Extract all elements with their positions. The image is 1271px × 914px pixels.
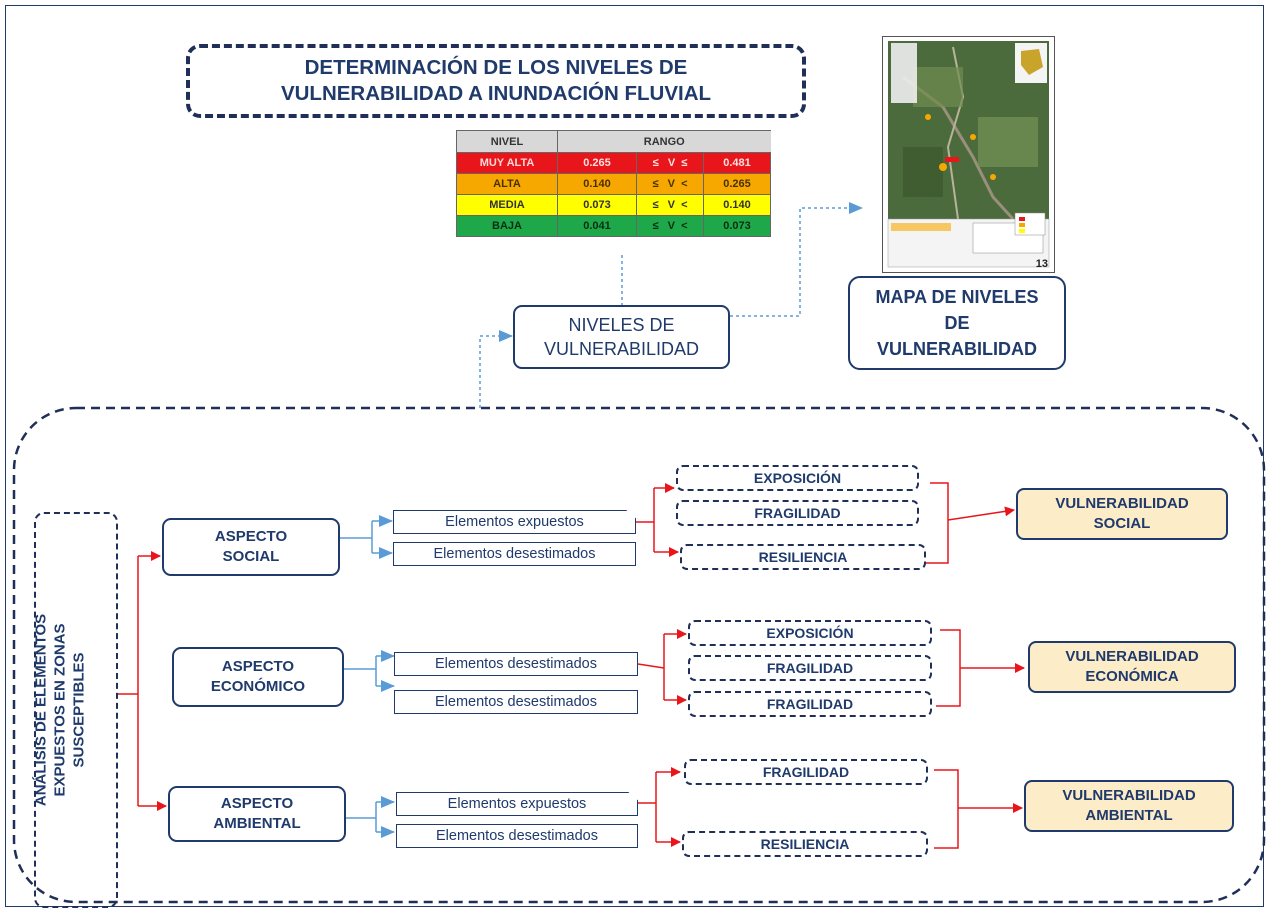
low-cell: 0.073 [557, 194, 637, 216]
vulnerability-map-thumbnail: 13 [882, 36, 1055, 273]
header-nivel: NIVEL [456, 130, 558, 153]
map-image [887, 41, 1050, 268]
social-elementos-desestimados: Elementos desestimados [393, 542, 636, 566]
high-cell: 0.140 [703, 194, 771, 216]
level-cell: MEDIA [456, 194, 558, 216]
analysis-label: ANÁLISIS DE ELEMENTOS EXPUESTOS EN ZONAS… [32, 520, 89, 900]
ambiental-factor-fragilidad: FRAGILIDAD [684, 759, 928, 785]
connector-container-to-niveles [479, 330, 513, 408]
social-factor-resiliencia: RESILIENCIA [680, 544, 926, 570]
mapa-line-2: DE [944, 313, 970, 333]
header-rango: RANGO [557, 130, 771, 153]
ambiental-elementos-desestimados: Elementos desestimados [396, 824, 638, 848]
low-cell: 0.140 [557, 173, 637, 195]
table-row: MEDIA 0.073 ≤ V < 0.140 [456, 194, 771, 216]
mapa-de-niveles-box: MAPA DE NIVELES DE VULNERABILIDAD [848, 276, 1066, 370]
niveles-de-vulnerabilidad-box: NIVELES DE VULNERABILIDAD [513, 305, 730, 369]
table-header-row: NIVEL RANGO [456, 130, 771, 153]
connector-analysis-to-aspects [118, 556, 139, 806]
title-line-2: VULNERABILIDAD A INUNDACIÓN FLUVIAL [280, 82, 712, 105]
outer-frame [5, 5, 1264, 907]
economico-factor-fragilidad-2: FRAGILIDAD [688, 691, 932, 717]
social-branch [340, 521, 373, 553]
analysis-label-box [34, 512, 118, 908]
vulnerability-range-table: NIVEL RANGO MUY ALTA 0.265 ≤ V ≤ 0.481 A… [456, 130, 771, 237]
table-row: MUY ALTA 0.265 ≤ V ≤ 0.481 [456, 152, 771, 174]
operator-cell: ≤ V ≤ [636, 152, 704, 174]
mapa-line-3: VULNERABILIDAD [877, 339, 1037, 359]
high-cell: 0.073 [703, 215, 771, 237]
analysis-line-2: EXPUESTOS EN ZONAS [51, 623, 69, 797]
operator-cell: ≤ V < [636, 215, 704, 237]
map-sheet-number: 13 [1035, 258, 1048, 270]
low-cell: 0.041 [557, 215, 637, 237]
table-row: ALTA 0.140 ≤ V < 0.265 [456, 173, 771, 195]
social-factor-fragilidad: FRAGILIDAD [676, 500, 919, 526]
social-elementos-expuestos: Elementos expuestos [393, 510, 636, 534]
economico-factor-fragilidad-1: FRAGILIDAD [688, 655, 932, 681]
level-cell: BAJA [456, 215, 558, 237]
operator-cell: ≤ V < [636, 194, 704, 216]
level-cell: ALTA [456, 173, 558, 195]
niveles-line-1: NIVELES DE [568, 315, 675, 335]
high-cell: 0.481 [703, 152, 771, 174]
analysis-container [12, 406, 1266, 904]
operator-cell: ≤ V < [636, 173, 704, 195]
table-row: BAJA 0.041 ≤ V < 0.073 [456, 215, 771, 237]
ambiental-factor-resiliencia: RESILIENCIA [682, 831, 928, 857]
ambiental-elementos-expuestos: Elementos expuestos [396, 792, 638, 816]
analysis-line-3: SUSCEPTIBLES [70, 652, 88, 768]
low-cell: 0.265 [557, 152, 637, 174]
analysis-line-1: ANÁLISIS DE ELEMENTOS [32, 613, 50, 807]
title-line-1: DETERMINACIÓN DE LOS NIVELES DE [304, 56, 688, 79]
level-cell: MUY ALTA [456, 152, 558, 174]
high-cell: 0.265 [703, 173, 771, 195]
economico-factor-exposicion: EXPOSICIÓN [688, 620, 932, 646]
economico-elementos-desestimados-1: Elementos desestimados [394, 652, 638, 676]
social-factor-exposicion: EXPOSICIÓN [676, 465, 919, 491]
niveles-line-2: VULNERABILIDAD [543, 339, 700, 359]
diagram-title: DETERMINACIÓN DE LOS NIVELES DE VULNERAB… [186, 44, 806, 118]
mapa-line-1: MAPA DE NIVELES [875, 287, 1039, 307]
economico-elementos-desestimados-2: Elementos desestimados [394, 690, 638, 714]
